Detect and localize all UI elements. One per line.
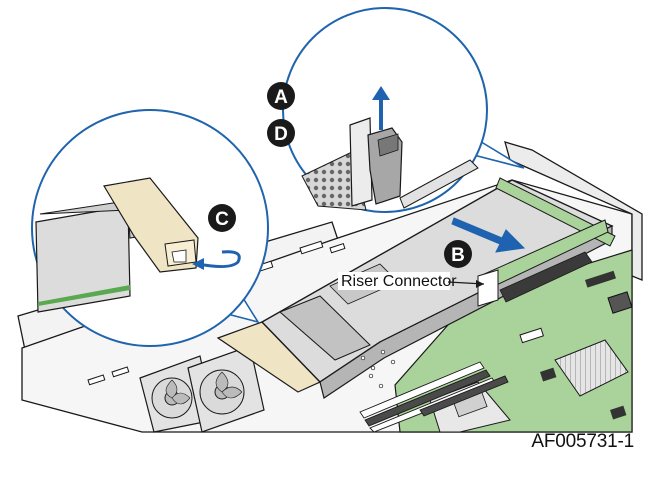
motherboard bbox=[359, 249, 633, 433]
lift-up-arrow bbox=[372, 86, 390, 130]
riser-connector-callout: Riser Connector bbox=[338, 272, 485, 290]
riser-vent-holes bbox=[360, 349, 396, 389]
callout-d: D bbox=[267, 119, 295, 147]
callout-a: A bbox=[267, 82, 295, 110]
riser-connector-slot bbox=[499, 251, 593, 303]
heatsink bbox=[554, 339, 629, 397]
fan-right bbox=[187, 345, 265, 433]
board-chip bbox=[607, 291, 633, 314]
figure-id: AF005731-1 bbox=[531, 431, 634, 452]
svg-text:B: B bbox=[451, 245, 465, 266]
riser-connector-label: Riser Connector bbox=[341, 273, 457, 290]
callout-b: B bbox=[444, 240, 472, 268]
system-fans bbox=[139, 345, 265, 433]
detail-magnifier-bracket bbox=[31, 109, 269, 347]
svg-text:A: A bbox=[274, 87, 288, 108]
svg-text:C: C bbox=[215, 209, 229, 230]
callout-c: C bbox=[208, 204, 236, 232]
push-direction-arrow bbox=[451, 217, 526, 253]
detail-magnifier-latch bbox=[282, 7, 525, 213]
memory-slots bbox=[359, 361, 509, 433]
rotate-arrow bbox=[197, 250, 241, 269]
svg-text:D: D bbox=[274, 124, 288, 145]
